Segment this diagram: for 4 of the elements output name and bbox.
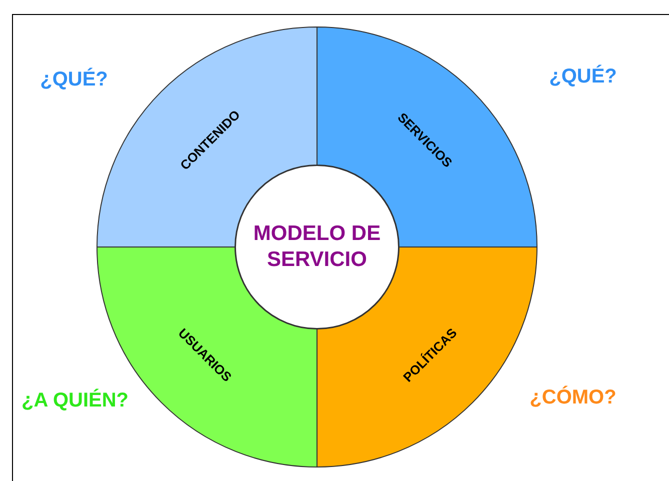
question-label: ¿QUÉ? <box>549 66 617 88</box>
question-label: ¿A QUIÉN? <box>21 390 129 412</box>
question-label: ¿QUÉ? <box>40 68 108 92</box>
question-label: ¿CÓMO? <box>530 386 616 410</box>
